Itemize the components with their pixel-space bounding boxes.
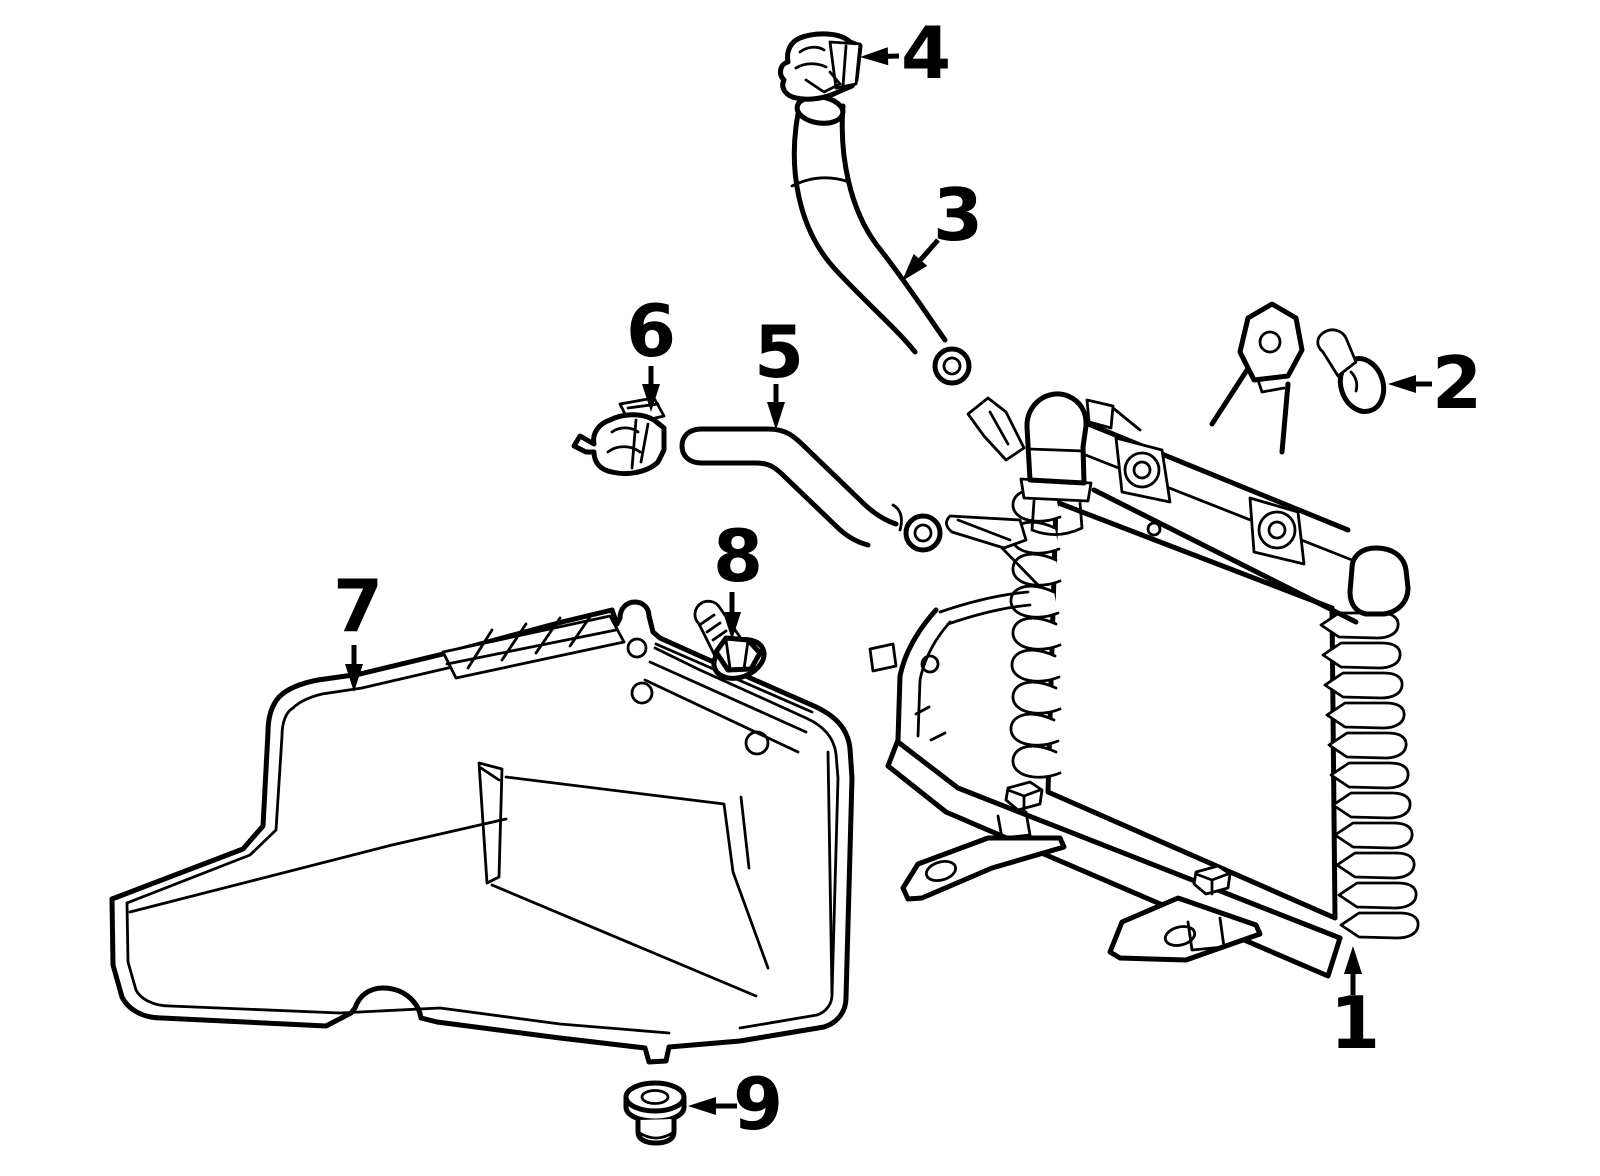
part-8-flange-bolt-drawing xyxy=(693,599,767,681)
part-5-hose-drawing xyxy=(679,426,943,553)
part-7-air-duct-cover-drawing xyxy=(109,599,855,1065)
callout-8-arrow xyxy=(723,592,741,640)
callout-5-label[interactable]: 5 xyxy=(753,310,805,394)
callout-1-arrow xyxy=(1344,946,1362,995)
part-3-hose-drawing xyxy=(790,94,972,386)
part-6-clamp-drawing xyxy=(571,396,667,477)
callout-1-label[interactable]: 1 xyxy=(1329,981,1381,1065)
callout-2-arrow xyxy=(1388,375,1432,393)
callout-7-arrow xyxy=(345,645,363,692)
part-2-bolt-drawing xyxy=(1316,328,1387,414)
callout-2-label[interactable]: 2 xyxy=(1431,341,1483,425)
callout-4-label[interactable]: 4 xyxy=(900,11,952,95)
callout-3-label[interactable]: 3 xyxy=(932,173,984,257)
callout-6-label[interactable]: 6 xyxy=(625,289,677,373)
callout-arrow-layer xyxy=(345,47,1432,1115)
callout-8-label[interactable]: 8 xyxy=(712,514,764,598)
callout-3-arrow xyxy=(902,238,940,281)
part-4-clamp-drawing xyxy=(778,31,863,102)
callout-5-arrow xyxy=(767,384,785,430)
callout-4-arrow xyxy=(860,47,900,66)
part-9-grommet-drawing xyxy=(623,1080,687,1146)
callout-9-label[interactable]: 9 xyxy=(732,1062,784,1146)
callout-9-arrow xyxy=(688,1097,737,1115)
callout-6-arrow xyxy=(642,366,660,412)
callout-7-label[interactable]: 7 xyxy=(332,564,384,648)
part-1-oil-cooler-drawing xyxy=(868,301,1420,979)
